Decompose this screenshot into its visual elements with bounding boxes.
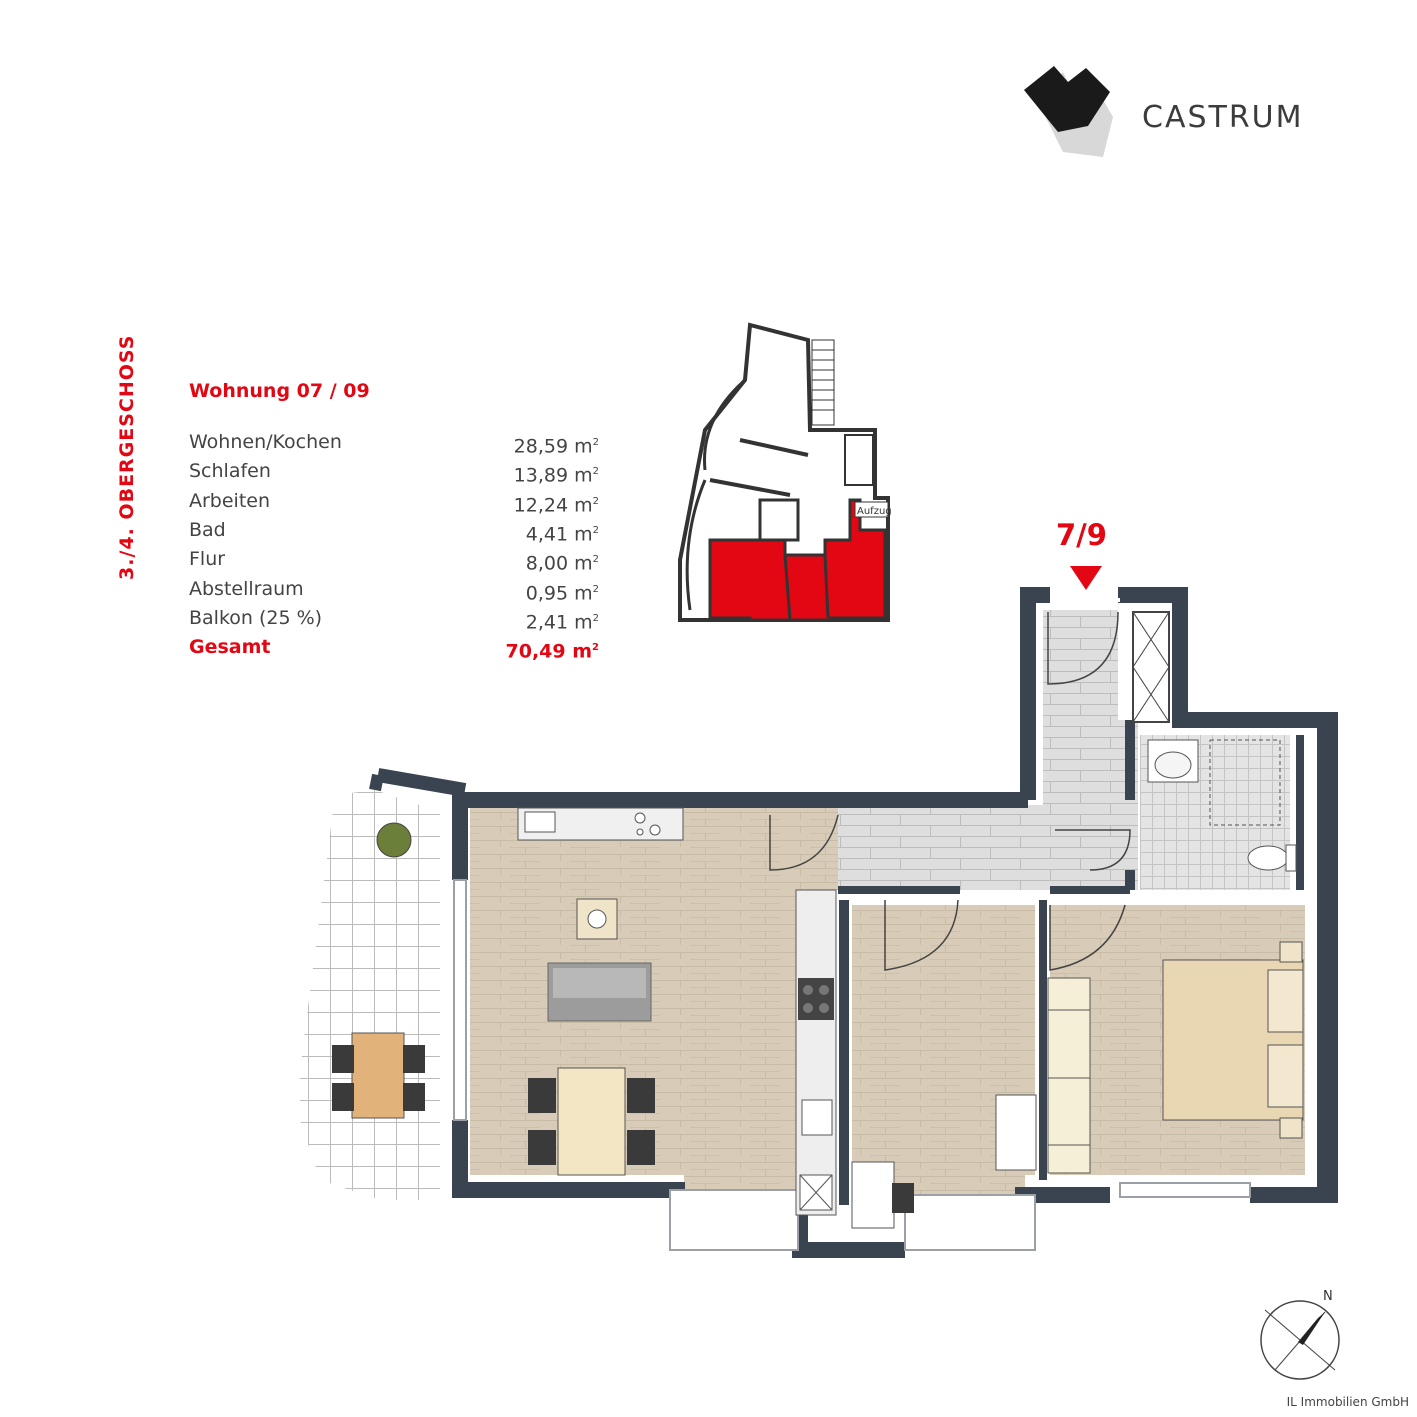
keyplan-elevator-label: Aufzug (857, 506, 892, 517)
castrum-logo-icon (1024, 66, 1113, 157)
brand-logo (1018, 62, 1348, 162)
key-plan: Aufzug (678, 322, 892, 622)
copyright: IL Immobilien GmbH (1286, 1395, 1409, 1409)
windows (453, 879, 1251, 1251)
kitchen (517, 807, 837, 1216)
compass-icon: N (1260, 1289, 1340, 1380)
apartment-title: Wohnung 07 / 09 (189, 380, 370, 402)
bathroom-fixtures (1147, 739, 1297, 872)
balcony-furniture (332, 822, 425, 1119)
doors (769, 611, 1131, 971)
bedroom-furniture (1047, 941, 1304, 1174)
entrance-arrow-icon (1070, 566, 1102, 590)
walls (369, 587, 1338, 1258)
compass-north-label: N (1323, 1289, 1333, 1304)
unit-marker: 7/9 (1056, 518, 1107, 552)
storage-cabinet (1132, 611, 1170, 723)
area-row: Balkon (25 %)2,41 m2 (189, 606, 599, 634)
office-furniture (851, 1094, 1037, 1229)
living-furniture (528, 898, 655, 1176)
brand-name: CASTRUM (1142, 100, 1304, 135)
